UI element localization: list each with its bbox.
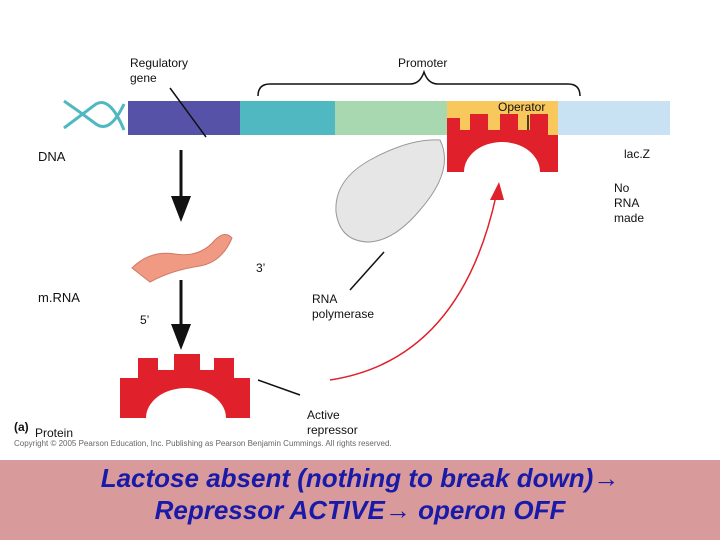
rna-polymerase-pointer: [349, 251, 385, 291]
right-arrow-icon: →: [384, 495, 411, 525]
caption-line-2-text: Repressor ACTIVE: [154, 495, 385, 525]
promoter-label: Promoter: [398, 56, 448, 70]
rna-polymerase-label: RNA polymerase: [312, 292, 375, 321]
caption-line-1: Lactose absent (nothing to break down)→: [0, 462, 720, 494]
active-repressor-label: Active repressor: [307, 408, 358, 437]
no-rna-label: No RNA made: [614, 181, 645, 225]
caption-line-2: Repressor ACTIVE→ operon OFF: [0, 494, 720, 526]
promoter-segment: [240, 101, 335, 135]
mrna-label: m.RNA: [38, 290, 80, 305]
repressor-binding-arrowhead: [490, 182, 504, 200]
translation-arrow-head: [171, 324, 191, 350]
protein-label: Protein: [35, 426, 74, 440]
active-repressor-pointer: [257, 379, 301, 396]
three-prime-label: 3’: [256, 261, 266, 275]
caption-bar: [0, 460, 720, 540]
lac-operon-diagram: [63, 69, 670, 418]
lacz-label: lac.Z: [624, 147, 651, 161]
lacz-segment: [558, 101, 670, 135]
mrna-strand: [131, 234, 233, 283]
gene-segment: [335, 101, 447, 135]
regulatory-gene-pointer: [169, 87, 207, 138]
promoter-brace: [257, 69, 581, 97]
five-prime-label: 5’: [140, 313, 150, 327]
regulatory-gene-label: Regulatory gene: [130, 56, 189, 85]
caption: Lactose absent (nothing to break down)→ …: [0, 462, 720, 526]
repressor-binding-arrow: [329, 195, 497, 381]
dna-helix-end: [63, 99, 126, 131]
caption-line-1-text: Lactose absent (nothing to break down): [100, 463, 594, 493]
transcription-arrow-head: [171, 196, 191, 222]
copyright-notice: Copyright © 2005 Pearson Education, Inc.…: [14, 439, 392, 448]
rna-polymerase-blob: [335, 139, 445, 243]
caption-line-2-end: operon OFF: [418, 495, 566, 525]
dna-label: DNA: [38, 149, 66, 164]
bound-repressor: [447, 114, 558, 172]
right-arrow-icon: →: [593, 463, 620, 493]
protein-repressor: [120, 354, 250, 418]
operator-label: Operator: [498, 100, 546, 114]
figure-tag: (a): [14, 420, 29, 434]
